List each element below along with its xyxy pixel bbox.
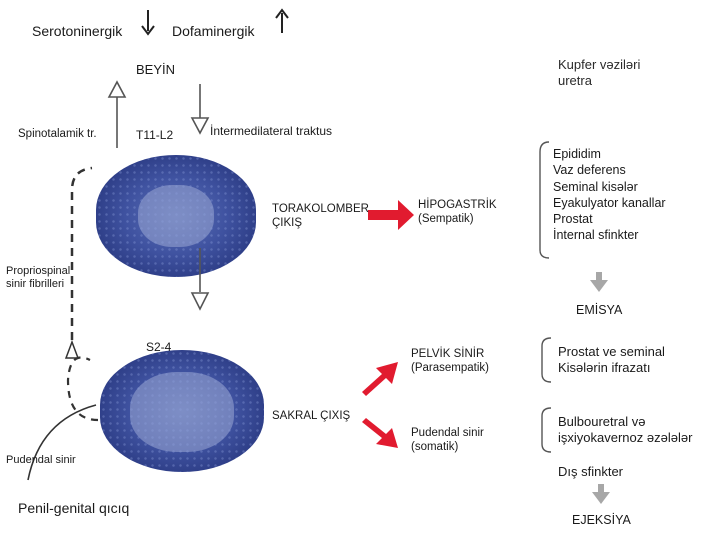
pudendal-somatic-label: Pudendal sinir (somatik) [411, 427, 484, 453]
intermediolateral-label: İntermedilateral traktus [210, 124, 333, 138]
pudendal-input-curve [27, 404, 97, 481]
external-sphincter-label: Dış sfinkter [558, 464, 624, 479]
pudendal-arrow-icon [362, 418, 398, 448]
thoracolumbar-label: TORAKOLOMBER ÇIKIŞ [272, 203, 369, 229]
brain-label: BEYİN [136, 62, 176, 77]
prostate-secretion-label: Prostat ve seminal Kisələrin ifrazatı [558, 344, 665, 375]
pelvic-arrow-icon [362, 362, 398, 396]
secretion-bracket [541, 337, 552, 383]
serotonergic-down-arrow-icon [141, 10, 155, 36]
ejaculation-label: EJEKSİYA [572, 513, 631, 527]
hypogastric-arrow-icon [368, 200, 414, 230]
ejaculation-down-arrow-icon [592, 484, 610, 504]
pudendal-loop [66, 356, 99, 422]
s2-4-label: S2-4 [146, 340, 172, 354]
pudendal-nerve-label: Pudendal sinir [6, 454, 76, 466]
spinothalamic-label: Spinotalamik tr. [18, 128, 97, 140]
sacral-label: SAKRAL ÇIXIŞ [272, 410, 351, 422]
descending-arrow-cord [190, 248, 210, 311]
thoracolumbar-cord-section [96, 155, 256, 277]
pelvic-label: PELVİK SİNİR (Parasempatik) [411, 348, 489, 374]
kupfer-label: Kupfer vəziləri uretra [558, 57, 641, 88]
ascending-arrow-left [107, 80, 127, 140]
serotonergic-label: Serotoninergik [32, 23, 123, 39]
sympathetic-targets-list: Epididim Vaz deferens Seminal kisələr Ey… [553, 147, 666, 243]
bulbo-label: Bulbouretral və işxiyokavernoz əzələlər [558, 414, 693, 445]
bulbo-bracket [541, 407, 552, 453]
penile-reflex-label: Penil-genital qıcıq [18, 500, 130, 516]
t11-l2-label: T11-L2 [136, 128, 174, 142]
gray-matter [138, 185, 214, 247]
propriospinal-label: Propriospinal sinir fibrilleri [6, 265, 71, 291]
propriospinal-arrowhead-icon [64, 339, 80, 359]
dopaminergic-up-arrow-icon [275, 8, 289, 33]
sacral-cord-section [100, 350, 264, 472]
gray-matter [130, 372, 234, 452]
descending-arrow-brain [190, 84, 210, 135]
emission-label: EMİSYA [576, 303, 623, 317]
hypogastric-label: HİPOGASTRİK (Sempatik) [418, 199, 497, 225]
sympathetic-bracket [539, 141, 550, 259]
emission-down-arrow-icon [590, 272, 608, 292]
dopaminergic-label: Dofaminergik [172, 23, 255, 39]
propriospinal-loop [70, 166, 93, 340]
